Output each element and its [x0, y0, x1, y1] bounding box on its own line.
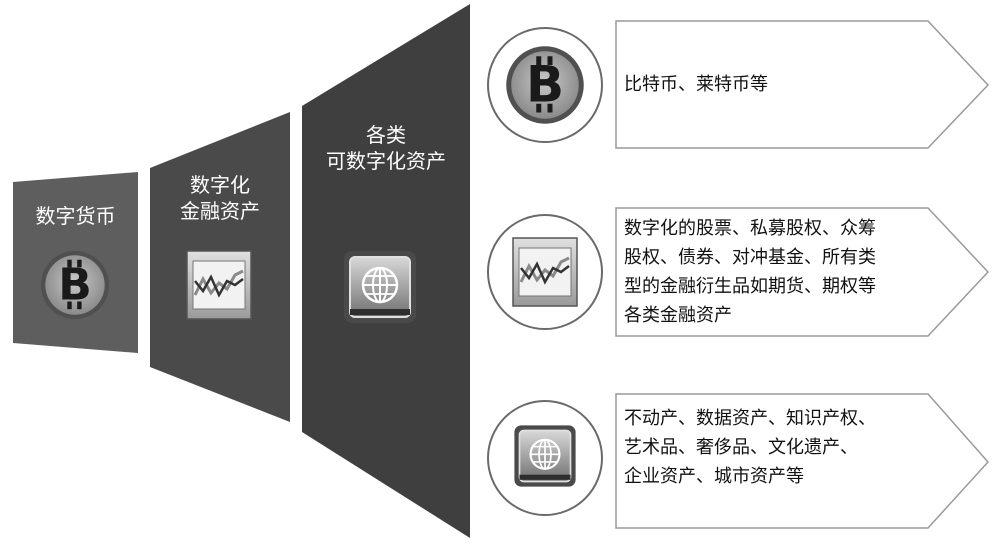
row-text-line: 型的金融衍生品如期货、期权等: [624, 276, 876, 297]
bitcoin-icon: [506, 46, 584, 124]
panel-label-digital-financial-assets: 数字化 金融资产: [150, 172, 290, 224]
chart-icon: [185, 249, 253, 321]
row-text-line: 数字化的股票、私募股权、众筹: [624, 218, 876, 239]
row-text-line: 股权、债券、对冲基金、所有类: [624, 247, 876, 268]
row-text-line: 各类金融资产: [624, 305, 732, 326]
bitcoin-icon: [40, 250, 110, 320]
panel-label-line: 数字货币: [35, 204, 116, 228]
globe-icon: [513, 424, 577, 488]
panel-label-line: 数字化: [190, 173, 250, 197]
row-text-line: 企业资产、城市资产等: [624, 466, 804, 487]
panel-label-line: 各类: [366, 123, 406, 147]
chart-icon: [511, 236, 579, 308]
row-text-financial-assets: 数字化的股票、私募股权、众筹 股权、债券、对冲基金、所有类 型的金融衍生品如期货…: [624, 214, 934, 330]
row-text-cryptocurrency: 比特币、莱特币等: [624, 70, 924, 99]
row-text-line: 比特币、莱特币等: [624, 74, 768, 95]
panel-label-digital-currency: 数字货币: [13, 203, 138, 229]
globe-icon: [342, 249, 418, 325]
row-box-other-assets: [615, 393, 990, 529]
row-text-line: 艺术品、奢侈品、文化遗产、: [624, 437, 858, 458]
panel-label-line: 金融资产: [180, 199, 260, 223]
row-box-financial-assets: [615, 207, 990, 337]
row-text-other-assets: 不动产、数据资产、知识产权、 艺术品、奢侈品、文化遗产、 企业资产、城市资产等: [624, 404, 934, 491]
row-box-cryptocurrency: [615, 20, 990, 149]
panel-label-digitizable-assets: 各类 可数字化资产: [302, 122, 470, 174]
panel-label-line: 可数字化资产: [326, 149, 446, 173]
row-text-line: 不动产、数据资产、知识产权、: [624, 408, 876, 429]
